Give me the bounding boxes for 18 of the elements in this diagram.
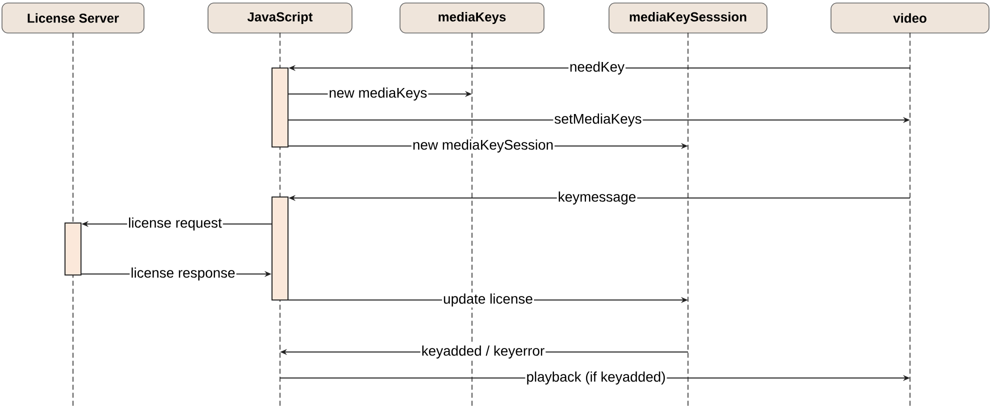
activation-bar (272, 196, 288, 300)
message-label: setMediaKeys (553, 112, 643, 128)
participant-box: JavaScript (208, 2, 352, 34)
message-label: license request (127, 216, 223, 232)
participant-box: mediaKeys (400, 2, 544, 34)
message-label: new mediaKeySession (411, 138, 555, 154)
message-label: keyadded / keyerror (420, 344, 546, 360)
participant-box: License Server (2, 2, 144, 34)
message-label: license response (130, 266, 236, 282)
message-label: update license (442, 292, 534, 308)
message-label: playback (if keyadded) (525, 370, 667, 386)
participant-box: mediaKeySesssion (608, 2, 768, 34)
activation-bar (272, 68, 288, 148)
message-label: needKey (568, 60, 626, 76)
message-label: keymessage (556, 190, 638, 206)
participant-box: video (830, 2, 990, 34)
message-label: new mediaKeys (328, 86, 428, 102)
activation-bar (64, 222, 82, 276)
